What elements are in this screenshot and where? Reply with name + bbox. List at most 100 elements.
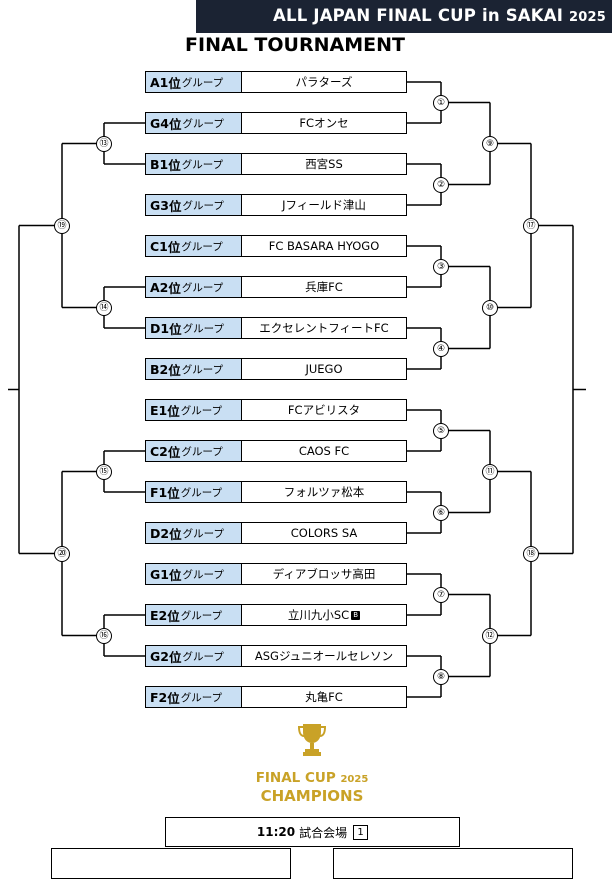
match-number: ⑬ — [96, 135, 112, 152]
seed-rank: 位 — [168, 157, 181, 173]
team-name-text: JUEGO — [305, 362, 343, 376]
seed-rank: 位 — [169, 526, 182, 542]
team-name-text: FCアビリスタ — [287, 403, 361, 417]
final-venue-label: 試合会場 — [299, 825, 348, 840]
page-title: FINAL TOURNAMENT — [185, 34, 405, 56]
seed-suffix: グループ — [181, 445, 223, 458]
match-number: ⑥ — [433, 504, 449, 521]
team-name: 兵庫FC — [242, 277, 406, 297]
seed-rank: 位 — [168, 116, 182, 132]
team-name-text: エクセレントフィートFC — [259, 321, 389, 335]
seed-code: F1 — [150, 484, 168, 500]
seed-suffix: グループ — [182, 117, 224, 130]
final-match-time: 11:20 — [256, 825, 296, 839]
team-name-text: ディアブロッサ高田 — [272, 567, 376, 581]
seed-suffix: グループ — [182, 568, 224, 581]
team-name: パラターズ — [242, 72, 406, 92]
team-name-text: FC BASARA HYOGO — [268, 239, 380, 253]
seed-rank: 位 — [168, 280, 181, 296]
seed-rank: 位 — [167, 608, 180, 624]
match-number: ⑮ — [96, 463, 112, 480]
match-number: ⑤ — [433, 422, 449, 439]
match-number: ⑨ — [482, 135, 498, 152]
team-name: ディアブロッサ高田 — [242, 564, 406, 584]
seed-code: D2 — [150, 525, 170, 541]
seed-suffix: グループ — [181, 281, 224, 294]
seed-rank: 位 — [168, 362, 181, 378]
seed-rank: 位 — [167, 485, 180, 501]
team-name: FCアビリスタ — [242, 400, 406, 420]
header-title: ALL JAPAN FINAL CUP in SAKAI 2025 — [204, 6, 606, 25]
seed-suffix: グループ — [181, 158, 224, 171]
seed-rank: 位 — [167, 444, 181, 460]
final-cup-text: FINAL CUP — [255, 770, 336, 786]
final-match-box: 11:20 試合会場 1 — [165, 817, 460, 847]
team-name-text: COLORS SA — [290, 526, 358, 540]
seed-rank: 位 — [167, 239, 181, 255]
team-name: COLORS SA — [242, 523, 406, 543]
seed-code: G4 — [150, 115, 169, 131]
champions-title: CHAMPIONS — [260, 787, 364, 805]
seed-code: G1 — [150, 566, 169, 582]
team-badge-icon: B — [351, 610, 361, 620]
match-number: ⑦ — [433, 586, 449, 603]
seed-suffix: グループ — [181, 240, 223, 253]
team-name-text: 立川九小SC — [287, 608, 350, 622]
team-name-text: 西宮SS — [305, 157, 343, 171]
seed-suffix: グループ — [180, 486, 223, 499]
seed-suffix: グループ — [182, 322, 224, 335]
final-court-number: 1 — [353, 824, 369, 840]
seed-code: D1 — [150, 320, 170, 336]
seed-rank: 位 — [168, 198, 182, 214]
header-bar: ALL JAPAN FINAL CUP in SAKAI 2025 — [196, 0, 612, 33]
final-cup-title: FINAL CUP 2025 — [212, 770, 412, 786]
team-name-text: フォルツァ松本 — [283, 485, 365, 499]
seed-rank: 位 — [169, 321, 182, 337]
final-slot-right — [333, 848, 573, 879]
seed-suffix: グループ — [182, 650, 224, 663]
match-number: ① — [433, 94, 449, 111]
team-name: JUEGO — [242, 359, 406, 379]
match-number: ⑪ — [482, 463, 498, 480]
seed-code: G3 — [150, 197, 169, 213]
seed-rank: 位 — [168, 75, 181, 91]
seed-code: G2 — [150, 648, 169, 664]
match-number: ④ — [433, 340, 449, 357]
match-number: ③ — [433, 258, 449, 275]
seed-code: C1 — [150, 238, 168, 254]
team-name-text: パラターズ — [295, 75, 353, 89]
seed-suffix: グループ — [181, 76, 224, 89]
seed-suffix: グループ — [182, 199, 224, 212]
match-number: ⑫ — [482, 627, 498, 644]
seed-code: E1 — [150, 402, 168, 418]
match-number: ⑩ — [482, 299, 498, 316]
team-name: ASGジュニオールセレソン — [242, 646, 406, 666]
seed-suffix: グループ — [180, 691, 223, 704]
team-name: フォルツァ松本 — [242, 482, 406, 502]
